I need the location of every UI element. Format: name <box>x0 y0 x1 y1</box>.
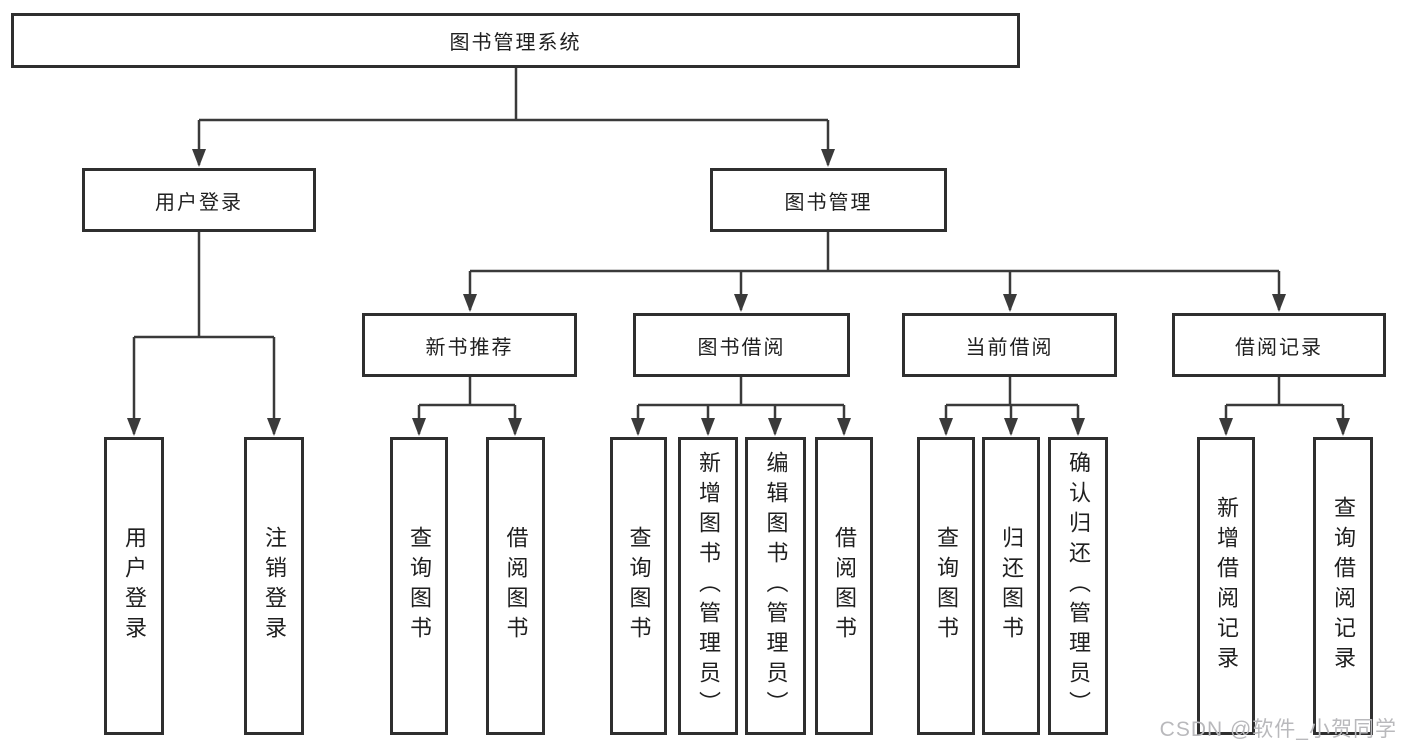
node-book-management: 图书管理 <box>710 168 947 232</box>
watermark: CSDN @软件_小贺同学 <box>1159 718 1397 741</box>
connector-book-borrow-to-leaves <box>631 377 851 436</box>
leaf-query-borrow-record: 查询借阅记录 <box>1313 437 1373 735</box>
node-borrow-records-label: 借阅记录 <box>1235 336 1323 359</box>
node-current-borrow-label: 当前借阅 <box>965 336 1054 359</box>
leaf-borrow-book: 借阅图书 <box>815 437 873 735</box>
leaf-query-borrow-record-label: 查询借阅记录 <box>1331 496 1356 676</box>
leaf-newbook-query: 查询图书 <box>390 437 448 735</box>
leaf-add-book-admin: 新增图书（管理员） <box>678 437 738 735</box>
connector-borrow-records-to-leaves <box>1219 377 1350 436</box>
leaf-confirm-return-admin-label: 确认归还（管理员） <box>1066 451 1091 721</box>
node-new-book-recommend-label: 新书推荐 <box>425 336 514 359</box>
leaf-current-query-label: 查询图书 <box>934 526 959 646</box>
leaf-logout: 注销登录 <box>244 437 304 735</box>
connector-current-borrow-to-leaves <box>939 377 1085 436</box>
leaf-current-query: 查询图书 <box>917 437 975 735</box>
leaf-add-borrow-record-label: 新增借阅记录 <box>1214 496 1239 676</box>
node-root-label: 图书管理系统 <box>449 32 582 54</box>
node-book-borrow-label: 图书借阅 <box>697 336 786 359</box>
leaf-newbook-borrow: 借阅图书 <box>486 437 545 735</box>
node-book-management-label: 图书管理 <box>784 191 873 214</box>
leaf-return-book-label: 归还图书 <box>999 526 1024 646</box>
leaf-edit-book-admin-label: 编辑图书（管理员） <box>763 451 789 721</box>
node-new-book-recommend: 新书推荐 <box>362 313 577 377</box>
leaf-borrow-book-label: 借阅图书 <box>832 526 857 646</box>
leaf-add-borrow-record: 新增借阅记录 <box>1197 437 1255 735</box>
node-user-login-label: 用户登录 <box>155 191 243 214</box>
node-current-borrow: 当前借阅 <box>902 313 1117 377</box>
leaf-add-book-admin-label: 新增图书（管理员） <box>696 451 721 721</box>
leaf-confirm-return-admin: 确认归还（管理员） <box>1048 437 1108 735</box>
leaf-logout-label: 注销登录 <box>262 526 287 646</box>
connector-book-management-to-level3 <box>463 232 1286 312</box>
node-borrow-records: 借阅记录 <box>1172 313 1386 377</box>
leaf-return-book: 归还图书 <box>982 437 1040 735</box>
leaf-user-login: 用户登录 <box>104 437 164 735</box>
leaf-newbook-query-label: 查询图书 <box>407 526 432 646</box>
connector-user-login-to-leaves <box>127 232 281 436</box>
node-root: 图书管理系统 <box>11 13 1020 68</box>
node-user-login: 用户登录 <box>82 168 316 232</box>
leaf-edit-book-admin: 编辑图书（管理员） <box>745 437 806 735</box>
leaf-user-login-label: 用户登录 <box>122 526 147 646</box>
connector-new-book-to-leaves <box>412 377 522 436</box>
leaf-newbook-borrow-label: 借阅图书 <box>503 526 529 646</box>
leaf-borrow-query: 查询图书 <box>610 437 667 735</box>
node-book-borrow: 图书借阅 <box>633 313 850 377</box>
leaf-borrow-query-label: 查询图书 <box>626 526 652 646</box>
connector-root-to-level2 <box>192 68 835 167</box>
